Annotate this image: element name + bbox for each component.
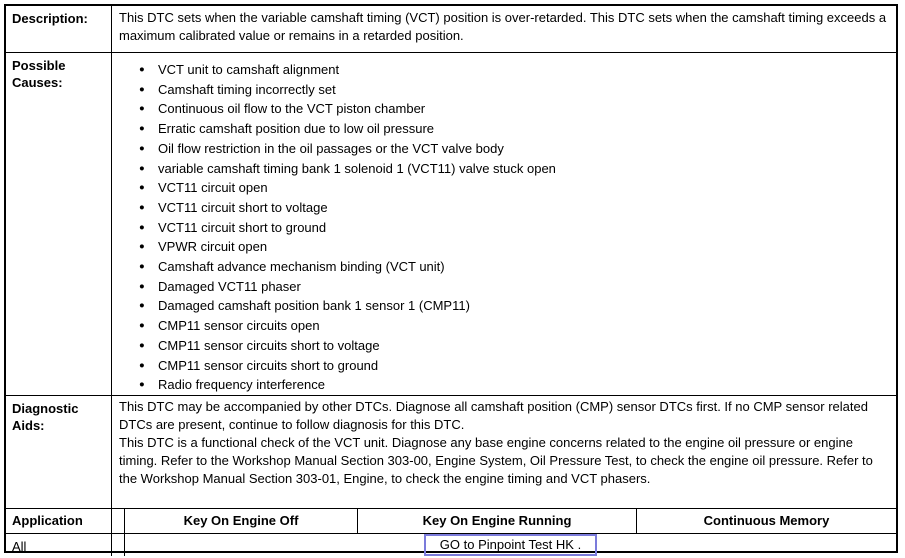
description-label: Description: [6, 6, 112, 52]
description-row: Description: This DTC sets when the vari… [6, 6, 896, 53]
application-data-row: All GO to Pinpoint Test HK . [6, 533, 896, 556]
dtc-reference-table: Description: This DTC sets when the vari… [4, 4, 898, 556]
cause-item: VCT unit to camshaft alignment [119, 60, 886, 80]
possible-causes-label: Possible Causes: [6, 53, 112, 395]
action-cell: GO to Pinpoint Test HK . [125, 533, 896, 556]
application-header-label: Application [6, 508, 112, 533]
diagnostic-aids-row: Diagnostic Aids: This DTC may be accompa… [6, 395, 896, 509]
cause-item: CMP11 sensor circuits short to voltage [119, 336, 886, 356]
cause-item: VCT11 circuit short to voltage [119, 198, 886, 218]
application-header-row: Application Key On Engine Off Key On Eng… [6, 508, 896, 534]
spacer-cell [112, 533, 125, 556]
column-header-key-on-engine-running: Key On Engine Running [358, 508, 637, 533]
cause-item: VCT11 circuit open [119, 178, 886, 198]
description-text: This DTC sets when the variable camshaft… [119, 10, 887, 43]
cause-item: VPWR circuit open [119, 237, 886, 257]
diagnostic-aids-paragraph: This DTC is a functional check of the VC… [119, 434, 873, 486]
diagnostic-aids-label: Diagnostic Aids: [6, 395, 112, 508]
cause-item: Camshaft advance mechanism binding (VCT … [119, 257, 886, 277]
spacer-cell [112, 508, 125, 533]
column-header-continuous-memory: Continuous Memory [703, 513, 830, 529]
cause-item: Damaged camshaft position bank 1 sensor … [119, 296, 886, 316]
cause-item: CMP11 sensor circuits short to ground [119, 356, 886, 376]
diagnostic-aids-text: This DTC may be accompanied by other DTC… [112, 396, 896, 508]
possible-causes-cell: VCT unit to camshaft alignmentCamshaft t… [112, 53, 896, 395]
application-value: All [6, 533, 112, 556]
cause-item: VCT11 circuit short to ground [119, 218, 886, 238]
cause-item: variable camshaft timing bank 1 solenoid… [119, 159, 886, 179]
pinpoint-test-link[interactable]: GO to Pinpoint Test HK . [423, 533, 598, 556]
cause-item: Oil flow restriction in the oil passages… [119, 139, 886, 159]
possible-causes-row: Possible Causes: VCT unit to camshaft al… [6, 53, 896, 396]
cause-item: Camshaft timing incorrectly set [119, 80, 886, 100]
cause-item: Damaged VCT11 phaser [119, 277, 886, 297]
cause-item: Erratic camshaft position due to low oil… [119, 119, 886, 139]
cause-item: Continuous oil flow to the VCT piston ch… [119, 99, 886, 119]
column-header-key-on-engine-off: Key On Engine Off [125, 508, 358, 533]
cause-item: CMP11 sensor circuits open [119, 316, 886, 336]
diagnostic-aids-paragraph: This DTC may be accompanied by other DTC… [119, 398, 868, 432]
cause-item: Radio frequency interference [119, 375, 886, 395]
possible-causes-list: VCT unit to camshaft alignmentCamshaft t… [119, 56, 890, 395]
